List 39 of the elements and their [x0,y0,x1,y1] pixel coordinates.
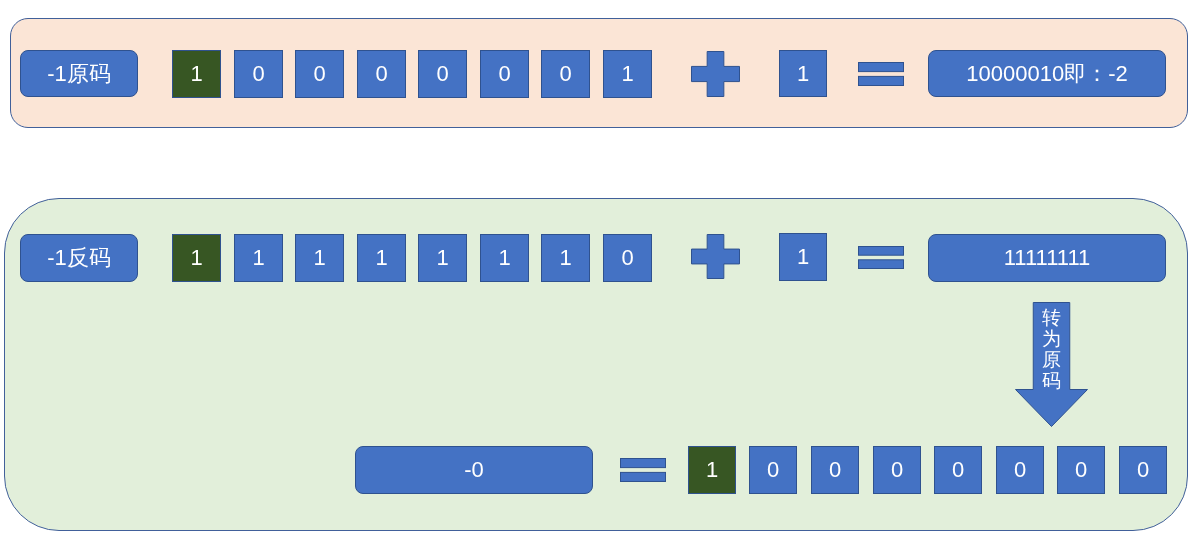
label-box: -1原码 [20,50,138,97]
bit-box: 0 [295,50,344,98]
group-panel [10,18,1188,128]
equals-sign [620,458,666,482]
sign-bit-box: 1 [172,50,221,98]
bit-box: 0 [934,446,982,494]
result-box: 10000010即：-2 [928,50,1166,97]
bit-box: 1 [603,50,652,98]
down-arrow: 转为原码 [1015,302,1088,427]
bit-box: 1 [357,234,406,282]
bit-box: 0 [357,50,406,98]
result-box: -0 [355,446,593,494]
bit-box: 1 [779,233,827,281]
equals-sign [858,246,904,269]
bit-box: 1 [541,234,590,282]
label-box: -1反码 [20,234,138,282]
sign-bit-box: 1 [172,234,221,282]
bit-box: 0 [234,50,283,98]
bit-box: 0 [480,50,529,98]
bit-box: 0 [1057,446,1105,494]
bit-box: 1 [418,234,467,282]
bit-box: 0 [873,446,921,494]
bit-box: 0 [996,446,1044,494]
group-panel [4,198,1188,531]
plus-sign [691,51,740,97]
bit-box: 1 [234,234,283,282]
bit-box: 1 [480,234,529,282]
bit-box: 1 [295,234,344,282]
result-box: 11111111 [928,234,1166,282]
bit-box: 0 [811,446,859,494]
bit-box: 0 [418,50,467,98]
plus-sign [691,234,740,279]
bit-box: 0 [541,50,590,98]
equals-sign [858,62,904,86]
bit-box: 0 [603,234,652,282]
bit-box: 1 [779,50,827,97]
bit-box: 0 [1119,446,1167,494]
sign-bit-box: 1 [688,446,736,494]
bit-box: 0 [749,446,797,494]
